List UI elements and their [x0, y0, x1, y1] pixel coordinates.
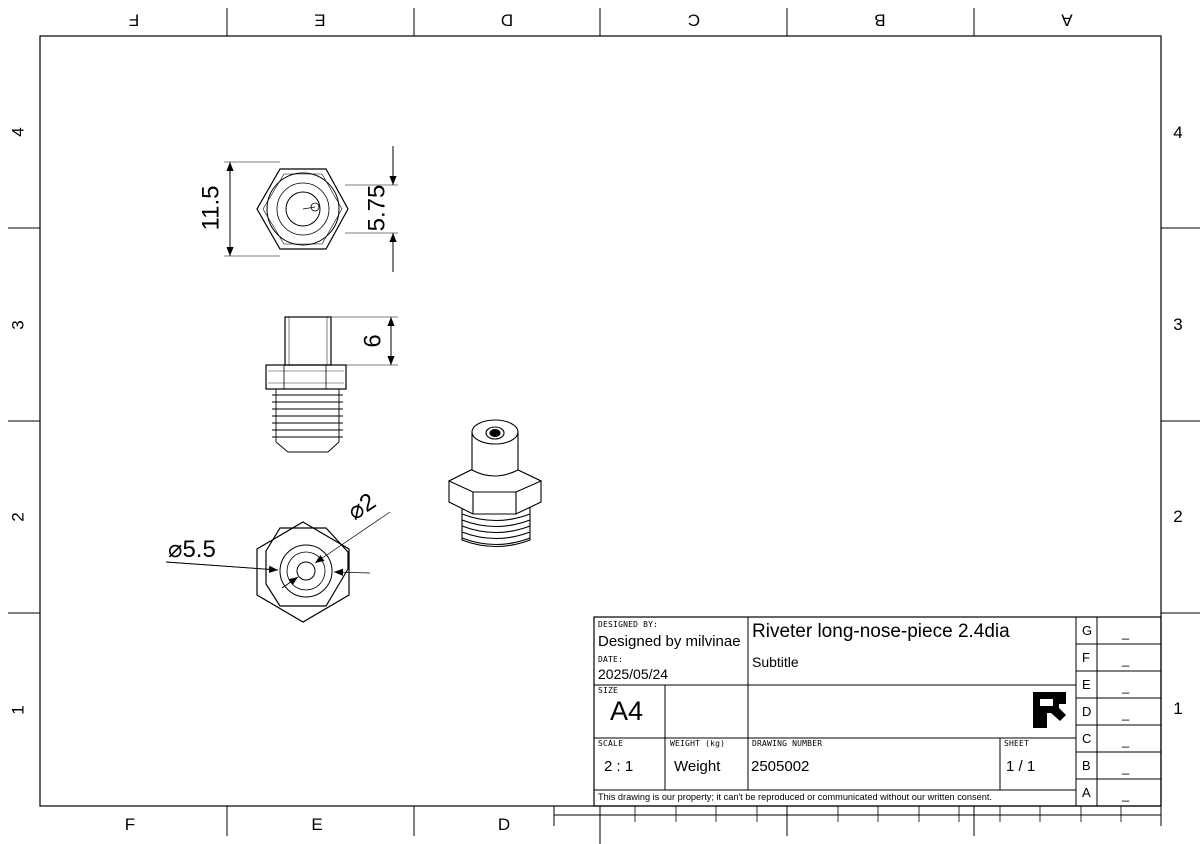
scale-label: SCALE [598, 739, 624, 748]
zone-label: A [1061, 11, 1073, 30]
outer-diameter-circle [279, 544, 333, 598]
row-label: 2 [1173, 507, 1182, 526]
row-label: 4 [1173, 123, 1182, 142]
leader-bore-2 [281, 576, 299, 589]
zone-label: D [501, 11, 513, 30]
date-label: DATE: [598, 655, 624, 664]
tip-circle [285, 191, 321, 227]
size-value: A4 [610, 696, 644, 726]
weight-label: WEIGHT (kg) [670, 739, 726, 748]
revision-value: _ [1122, 733, 1130, 748]
dimension-bore-diameter: ⌀2 [343, 488, 381, 526]
zone-label: E [314, 11, 325, 30]
isometric-view [447, 419, 543, 547]
zone-label: F [125, 815, 135, 834]
iso-tip [471, 419, 519, 477]
designed-by-value: Designed by milvinae [598, 633, 741, 650]
inner-ring [286, 551, 326, 591]
revision-letter: B [1082, 758, 1091, 773]
row-label: 1 [1173, 699, 1182, 718]
revision-letter: A [1082, 785, 1091, 800]
sheet-label: SHEET [1004, 739, 1030, 748]
zone-letters-top: F E D C B A [129, 11, 1073, 30]
bore-circle [310, 202, 320, 212]
row-numbers-left: 4 3 2 1 [8, 127, 27, 714]
leader-outer-diameter [333, 568, 371, 576]
revision-letter: D [1082, 704, 1092, 719]
weight-value: Weight [674, 758, 721, 775]
revision-value: _ [1122, 706, 1130, 721]
revision-letter: G [1082, 623, 1093, 638]
dimension-outer-diameter: ⌀5.5 [168, 536, 216, 563]
side-view [265, 316, 398, 453]
zone-label: F [129, 11, 139, 30]
disclaimer-text: This drawing is our property; it can't b… [598, 792, 992, 802]
title-block-frame [593, 616, 1162, 807]
revision-value: _ [1122, 787, 1130, 802]
revision-letter: F [1082, 650, 1090, 665]
designed-by-label: DESIGNED BY: [598, 620, 659, 629]
zone-letters-bottom: F E D [125, 815, 510, 834]
sheet-value: 1 / 1 [1006, 758, 1036, 775]
end-view [224, 146, 398, 272]
iso-thread [461, 507, 531, 547]
drawing-frame [8, 8, 1200, 844]
dimension-tip-length: 6 [359, 334, 386, 347]
drawing-title: Riveter long-nose-piece 2.4dia [752, 621, 1010, 642]
row-label: 2 [8, 512, 27, 521]
row-label: 3 [8, 320, 27, 329]
bore-circle [296, 561, 316, 581]
hex-body [265, 364, 347, 390]
outer-ring [266, 172, 340, 246]
revision-value: _ [1122, 652, 1130, 667]
size-label: SIZE [598, 686, 619, 695]
scale-value: 2 : 1 [604, 758, 634, 775]
thread [272, 389, 343, 453]
hex-outline-2 [256, 521, 350, 623]
revision-value: _ [1122, 625, 1130, 640]
row-label: 4 [8, 127, 27, 136]
revision-letter: C [1082, 731, 1092, 746]
bottom-view [165, 511, 391, 623]
inner-ring [276, 182, 330, 236]
drawing-subtitle: Subtitle [752, 654, 799, 670]
hex-chamfer [262, 173, 343, 245]
revision-letter: E [1082, 677, 1091, 692]
row-label: 1 [8, 705, 27, 714]
zone-label: D [498, 815, 510, 834]
revision-value: _ [1122, 760, 1130, 775]
row-numbers-right: 4 3 2 1 [1173, 123, 1182, 718]
leader-outer-diameter-2 [165, 561, 279, 573]
hex-outline [256, 168, 349, 250]
date-value: 2025/05/24 [598, 666, 669, 682]
revision-value: _ [1122, 679, 1130, 694]
drawing-number-label: DRAWING NUMBER [752, 739, 823, 748]
leader-bore [314, 511, 391, 564]
freecad-logo-icon [1033, 692, 1066, 728]
hex-outline [265, 527, 349, 607]
drawing-number-value: 2505002 [751, 758, 810, 775]
tip-body [284, 316, 332, 366]
zone-label: C [688, 11, 700, 30]
iso-hex [447, 468, 543, 515]
row-label: 3 [1173, 315, 1182, 334]
dimension-hex-half: 5.75 [363, 185, 390, 232]
zone-label: B [874, 11, 885, 30]
dimension-hex-flats: 11.5 [197, 186, 224, 231]
zone-label: E [311, 815, 322, 834]
